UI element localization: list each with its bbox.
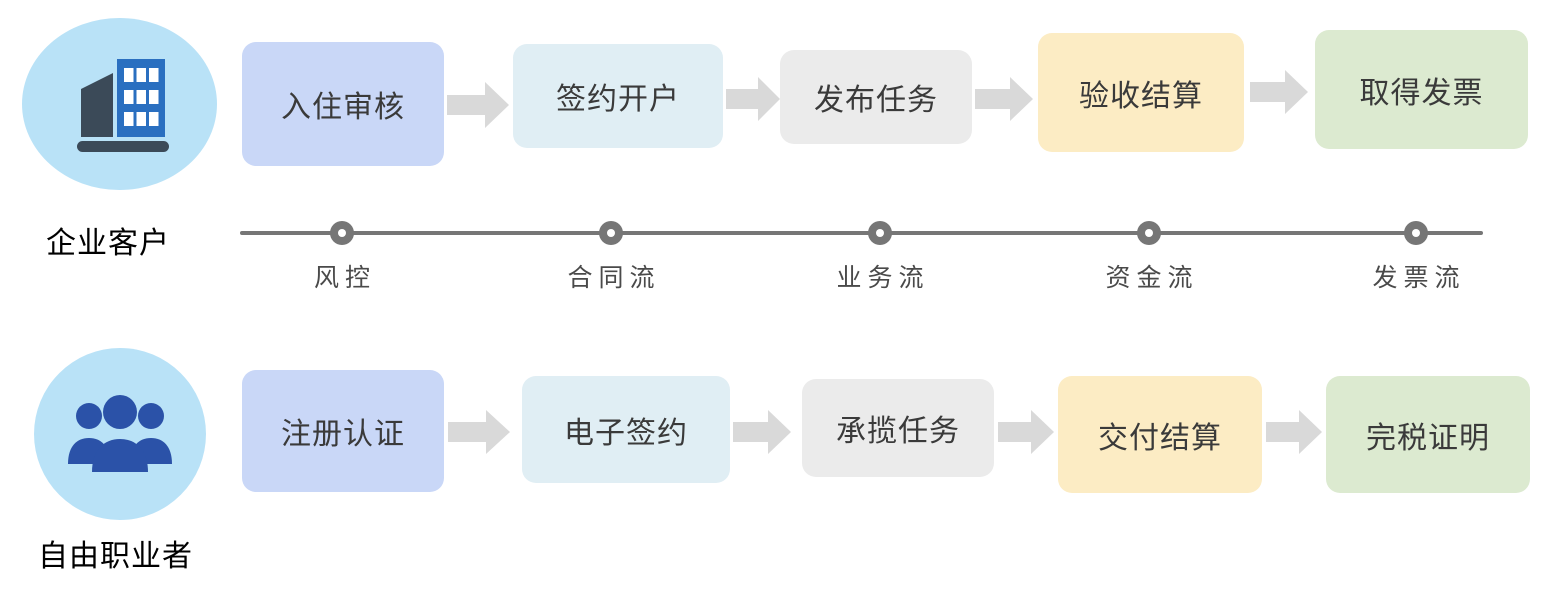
step-label: 电子签约 — [564, 416, 688, 450]
step-box-freelancer-3[interactable]: 承揽任务 — [802, 379, 994, 477]
step-box-freelancer-4[interactable]: 交付结算 — [1058, 376, 1262, 493]
timeline-label-4: 资金流 — [1105, 264, 1199, 292]
flow-arrow-enterprise-3 — [975, 76, 1033, 122]
timeline-marker-4[interactable] — [1137, 221, 1161, 245]
step-box-enterprise-3[interactable]: 发布任务 — [780, 50, 972, 144]
step-box-enterprise-4[interactable]: 验收结算 — [1038, 33, 1244, 152]
step-label: 注册认证 — [281, 418, 405, 451]
flow-arrow-freelancer-2 — [733, 409, 791, 455]
timeline-marker-2[interactable] — [599, 221, 623, 245]
step-box-enterprise-2[interactable]: 签约开户 — [513, 44, 723, 148]
step-box-freelancer-2[interactable]: 电子签约 — [522, 376, 730, 483]
flow-arrow-enterprise-2 — [726, 76, 780, 122]
step-box-enterprise-5[interactable]: 取得发票 — [1315, 30, 1528, 149]
step-label: 发布任务 — [814, 84, 938, 117]
step-label: 验收结算 — [1079, 79, 1203, 113]
step-label: 交付结算 — [1098, 421, 1222, 455]
timeline-label-3: 业务流 — [836, 264, 930, 292]
step-box-enterprise-1[interactable]: 入住审核 — [242, 42, 444, 166]
timeline-label-5: 发票流 — [1372, 264, 1466, 292]
step-label: 入住审核 — [281, 91, 405, 124]
timeline-marker-3[interactable] — [868, 221, 892, 245]
flow-arrow-enterprise-4 — [1250, 69, 1308, 115]
step-box-freelancer-5[interactable]: 完税证明 — [1326, 376, 1530, 493]
step-box-freelancer-1[interactable]: 注册认证 — [242, 370, 444, 492]
persona-freelancer-icon-circle — [34, 348, 206, 520]
timeline-axis — [240, 231, 1483, 235]
timeline-marker-1[interactable] — [330, 221, 354, 245]
persona-enterprise-label: 企业客户 — [46, 227, 170, 260]
flow-arrow-freelancer-1 — [448, 409, 510, 455]
timeline-marker-5[interactable] — [1404, 221, 1428, 245]
timeline-label-2: 合同流 — [567, 264, 661, 292]
office-building-icon — [76, 59, 169, 152]
flow-arrow-freelancer-4 — [1266, 409, 1322, 455]
timeline-label-1: 风控 — [313, 264, 377, 292]
step-label: 签约开户 — [556, 83, 680, 116]
people-group-icon — [68, 395, 172, 472]
flow-arrow-freelancer-3 — [998, 409, 1054, 455]
step-label: 取得发票 — [1359, 76, 1484, 110]
step-label: 承揽任务 — [836, 415, 960, 448]
persona-freelancer-label: 自由职业者 — [38, 540, 193, 573]
step-label: 完税证明 — [1366, 421, 1490, 455]
persona-enterprise-icon-circle — [22, 18, 217, 190]
flow-arrow-enterprise-1 — [447, 80, 509, 130]
